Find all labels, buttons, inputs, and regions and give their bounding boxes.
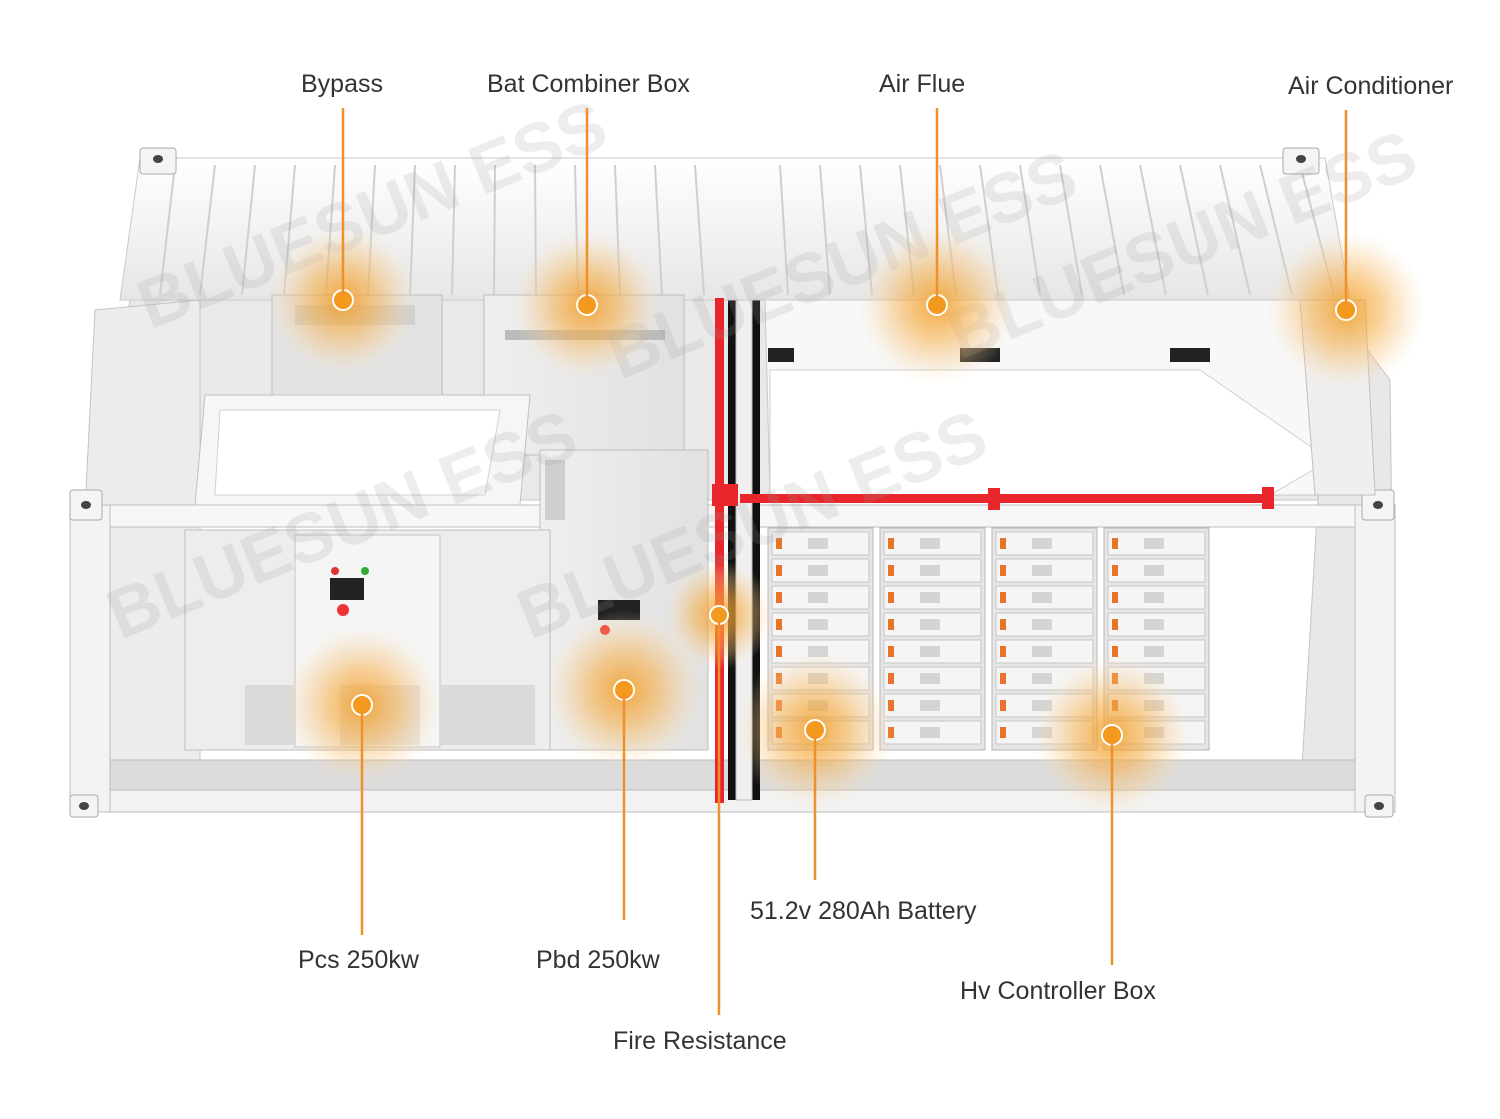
pcs-marker bbox=[282, 625, 442, 935]
battery-vent bbox=[1144, 538, 1164, 549]
battery-vent bbox=[808, 565, 828, 576]
battery-terminal bbox=[1000, 538, 1006, 549]
battery-terminal bbox=[1000, 646, 1006, 657]
battery-vent bbox=[1032, 619, 1052, 630]
battery-terminal bbox=[776, 646, 782, 657]
label-air-conditioner: Air Conditioner bbox=[1288, 72, 1454, 100]
battery-terminal bbox=[776, 565, 782, 576]
label-bypass: Bypass bbox=[301, 70, 383, 98]
battery-vent bbox=[920, 592, 940, 603]
battery-terminal bbox=[888, 646, 894, 657]
battery-terminal bbox=[776, 619, 782, 630]
label-pcs: Pcs 250kw bbox=[298, 946, 419, 974]
fire-pipe bbox=[712, 298, 1274, 803]
battery-terminal bbox=[888, 565, 894, 576]
label-bat-combiner-box: Bat Combiner Box bbox=[487, 70, 690, 98]
battery-terminal bbox=[888, 673, 894, 684]
battery-vent bbox=[920, 727, 940, 738]
battery-vent bbox=[1032, 565, 1052, 576]
label-air-flue: Air Flue bbox=[879, 70, 966, 98]
bypass-marker bbox=[268, 108, 418, 375]
battery-vent bbox=[808, 592, 828, 603]
battery-terminal bbox=[1000, 727, 1006, 738]
label-battery: 51.2v 280Ah Battery bbox=[750, 897, 977, 925]
fire-resistance-marker bbox=[664, 560, 774, 1015]
battery-vent bbox=[1144, 592, 1164, 603]
callout-markers bbox=[268, 108, 1426, 1015]
battery-terminal bbox=[1112, 565, 1118, 576]
battery-vent bbox=[1144, 565, 1164, 576]
battery-vent bbox=[1144, 619, 1164, 630]
battery-terminal bbox=[1112, 646, 1118, 657]
battery-terminal bbox=[1000, 565, 1006, 576]
battery-terminal bbox=[1000, 673, 1006, 684]
air-conditioner-marker bbox=[1266, 110, 1426, 390]
battery-terminal bbox=[776, 538, 782, 549]
pbd-marker bbox=[544, 610, 704, 920]
battery-vent bbox=[920, 619, 940, 630]
battery-vent bbox=[920, 538, 940, 549]
battery-vent bbox=[1032, 673, 1052, 684]
battery-terminal bbox=[1112, 592, 1118, 603]
battery-terminal bbox=[888, 592, 894, 603]
battery-vent bbox=[920, 646, 940, 657]
battery-vent bbox=[1032, 592, 1052, 603]
battery-vent bbox=[1144, 646, 1164, 657]
battery-terminal bbox=[888, 538, 894, 549]
hv-controller-box-marker bbox=[1032, 655, 1192, 965]
air-flue-marker bbox=[857, 108, 1017, 385]
battery-terminal bbox=[1000, 592, 1006, 603]
battery-vent bbox=[808, 538, 828, 549]
battery-vent bbox=[808, 619, 828, 630]
battery-terminal bbox=[1112, 619, 1118, 630]
battery-terminal bbox=[776, 592, 782, 603]
battery-terminal bbox=[1112, 538, 1118, 549]
battery-terminal bbox=[1000, 700, 1006, 711]
bat-combiner-box-marker bbox=[512, 108, 662, 380]
battery-vent bbox=[920, 673, 940, 684]
battery-vent bbox=[920, 565, 940, 576]
battery-marker bbox=[735, 650, 895, 880]
air-handler-unit bbox=[194, 394, 531, 506]
label-fire-resistance: Fire Resistance bbox=[613, 1027, 787, 1055]
battery-terminal bbox=[888, 619, 894, 630]
battery-vent bbox=[1032, 538, 1052, 549]
battery-terminal bbox=[1000, 619, 1006, 630]
battery-vent bbox=[1032, 646, 1052, 657]
label-pbd: Pbd 250kw bbox=[536, 946, 660, 974]
battery-vent bbox=[920, 700, 940, 711]
label-hv-controller-box: Hv Controller Box bbox=[960, 977, 1156, 1005]
